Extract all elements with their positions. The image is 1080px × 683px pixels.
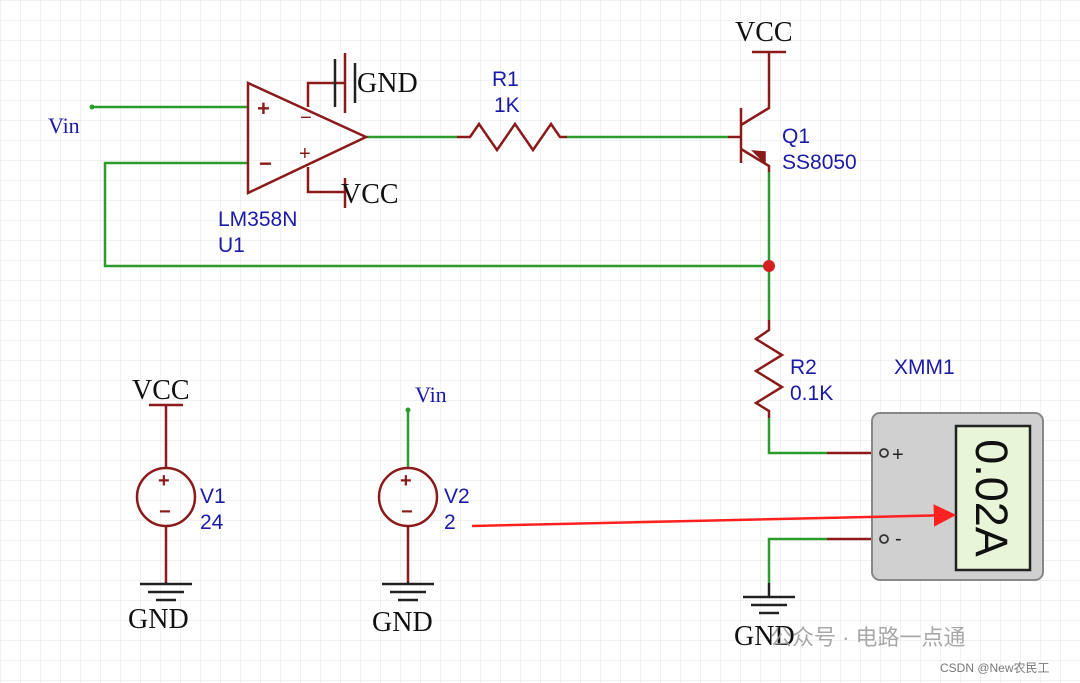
opamp-part-label: LM358N xyxy=(218,208,297,231)
opamp-mirror-minus-sign: − xyxy=(300,107,312,129)
vin-terminal[interactable] xyxy=(89,104,95,110)
v2-gnd-label: GND xyxy=(372,607,433,638)
v2-minus-sign: − xyxy=(401,501,413,523)
v2-value-label: 2 xyxy=(444,511,456,534)
v1-minus-sign: − xyxy=(159,501,171,523)
q1-vcc-label: VCC xyxy=(735,17,793,48)
meter-minus-label: - xyxy=(895,528,902,550)
v1-vcc-label: VCC xyxy=(132,375,190,406)
resistor-r1[interactable] xyxy=(457,121,567,153)
meter-display xyxy=(954,424,1032,572)
v1-gnd-label: GND xyxy=(128,604,189,635)
transistor-q1[interactable] xyxy=(728,50,786,172)
r2-ref-label: R2 xyxy=(790,356,817,379)
watermark-wechat: 公众号 · 电路一点通 xyxy=(770,625,966,650)
multimeter-xmm1[interactable] xyxy=(827,412,1044,581)
v2-vin-label: Vin xyxy=(415,382,447,407)
opamp-mirror-plus-sign: + xyxy=(299,143,311,165)
q1-part-label: SS8050 xyxy=(782,151,857,174)
voltage-source-v2[interactable] xyxy=(377,407,439,602)
wires xyxy=(92,105,827,583)
meter-reading: 0.02A xyxy=(966,439,1017,557)
q1-ref-label: Q1 xyxy=(782,125,810,148)
meter-gnd-label: GND xyxy=(734,621,795,652)
resistor-r2[interactable] xyxy=(753,320,785,418)
v2-plus-sign: + xyxy=(400,470,412,492)
v1-value-label: 24 xyxy=(200,511,224,534)
q1-collector xyxy=(740,82,771,127)
opamp-vcc-lead xyxy=(306,167,345,194)
opamp-triangle xyxy=(246,81,369,195)
wire-r2-to-meter xyxy=(767,418,827,455)
wire-meter-to-gnd xyxy=(767,537,827,583)
v1-ref-label: V1 xyxy=(200,485,226,508)
meter-minus-terminal xyxy=(879,534,889,544)
r1-value-label: 1K xyxy=(494,94,520,117)
opamp-gnd-label: GND xyxy=(357,68,418,99)
r1-ref-label: R1 xyxy=(492,68,519,91)
meter-plus-label: + xyxy=(892,444,904,466)
v1-plus-sign: + xyxy=(158,470,170,492)
opamp-gnd-lead xyxy=(306,81,345,107)
opamp-ref-label: U1 xyxy=(218,234,245,257)
opamp-in-plus-sign: + xyxy=(257,96,270,121)
wire-feedback xyxy=(103,161,769,268)
q1-emitter xyxy=(740,147,771,172)
opamp-vcc-label: VCC xyxy=(341,179,399,210)
junction-node[interactable] xyxy=(763,260,775,272)
meter-ground-symbol xyxy=(743,583,795,615)
vin-input-label: Vin xyxy=(48,113,80,138)
meter-ref-label: XMM1 xyxy=(894,356,955,379)
opamp-u1[interactable] xyxy=(246,53,369,208)
annotation-arrow xyxy=(471,504,957,528)
meter-plus-terminal xyxy=(879,448,889,458)
v2-ref-label: V2 xyxy=(444,485,470,508)
opamp-in-minus-sign: − xyxy=(259,151,272,176)
watermark-csdn: CSDN @New农民工 xyxy=(940,661,1050,675)
r2-value-label: 0.1K xyxy=(790,382,833,405)
voltage-source-v1[interactable] xyxy=(135,403,197,602)
